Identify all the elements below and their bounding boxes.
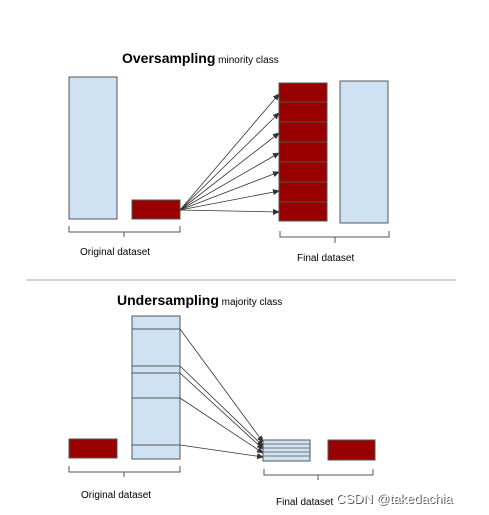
watermark-shadow: CSDN @takedachia	[337, 492, 454, 507]
oversampling-section: Oversampling minority class Original dat…	[68, 50, 390, 264]
oversampling-title-rest: minority class	[215, 55, 278, 66]
final-dataset-label-under: Final dataset	[276, 497, 333, 508]
original-minority-block-under	[68, 438, 118, 459]
oversampling-arrows	[179, 93, 280, 215]
undersampling-section: Undersampling majority class Original da…	[68, 292, 376, 508]
oversampled-minority-stack	[278, 82, 328, 222]
final-majority-block	[339, 80, 389, 224]
original-dataset-label-under: Original dataset	[81, 490, 151, 501]
original-majority-block-under	[131, 315, 181, 460]
final-minority-block-under	[327, 439, 376, 461]
original-dataset-label: Original dataset	[80, 247, 150, 258]
original-dataset-brace-under	[68, 466, 181, 477]
final-dataset-label-top: Final dataset	[297, 253, 354, 264]
majority-sample-lines	[132, 328, 180, 446]
original-dataset-brace	[68, 226, 181, 237]
original-majority-block	[68, 76, 118, 220]
final-dataset-brace-top	[279, 231, 390, 243]
undersampled-majority-stack	[262, 439, 311, 462]
watermark: CSDN @takedachia	[336, 491, 453, 506]
oversampling-title-bold: Oversampling	[122, 50, 215, 66]
original-minority-block	[131, 199, 181, 220]
svg-text:Oversampling minority class: Oversampling minority class	[122, 50, 279, 66]
undersampling-title-rest: majority class	[219, 297, 282, 308]
svg-text:Undersampling majority class: Undersampling majority class	[117, 292, 282, 308]
final-dataset-brace-under	[263, 469, 374, 480]
undersampling-arrows	[179, 328, 264, 460]
undersampling-title-bold: Undersampling	[117, 292, 219, 308]
